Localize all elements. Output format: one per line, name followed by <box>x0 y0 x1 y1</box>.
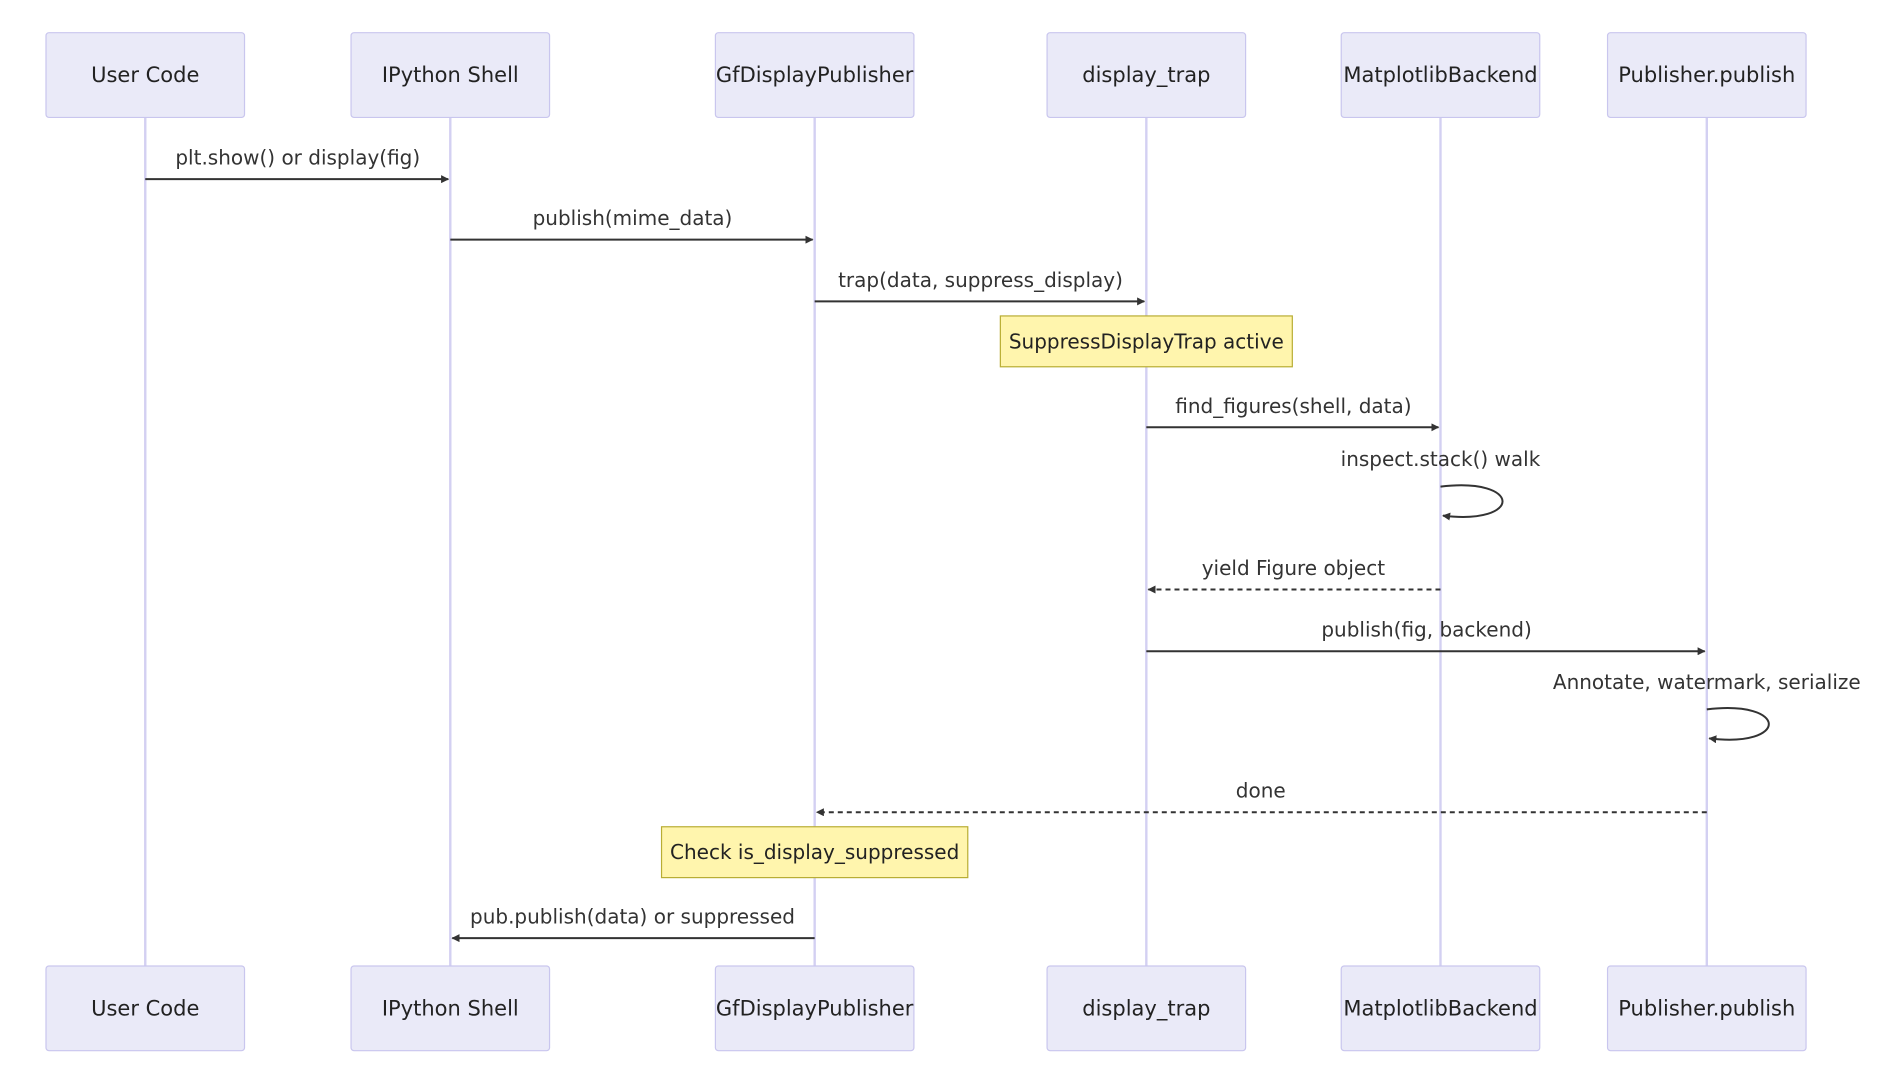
actor-label: GfDisplayPublisher <box>716 63 914 87</box>
message-annotate-watermark-serialize: Annotate, watermark, serialize <box>1553 670 1861 744</box>
message-label: trap(data, suppress_display) <box>838 268 1123 292</box>
note-suppressdisplaytrap-active: SuppressDisplayTrap active <box>999 315 1293 368</box>
actor-box <box>350 32 551 119</box>
note-box <box>999 315 1293 368</box>
actor-box <box>1340 965 1541 1052</box>
self-call-arrow <box>1706 707 1770 744</box>
note-box <box>660 826 969 879</box>
actor-pub-top: Publisher.publish <box>1606 32 1807 119</box>
message-inspect-stack-walk: inspect.stack() walk <box>1341 447 1541 521</box>
actor-label: MatplotlibBackend <box>1343 996 1537 1020</box>
actor-mpl-bottom: MatplotlibBackend <box>1340 965 1541 1052</box>
message-publish-fig-backend: publish(fig, backend) <box>1146 618 1706 656</box>
actor-box <box>714 965 915 1052</box>
message-label: plt.show() or display(fig) <box>175 146 420 170</box>
actor-box <box>1046 32 1247 119</box>
message-label: find_figures(shell, data) <box>1175 394 1411 418</box>
actor-box <box>1340 32 1541 119</box>
actor-box <box>350 965 551 1052</box>
actor-pub-bottom: Publisher.publish <box>1606 965 1807 1052</box>
actor-label: IPython Shell <box>382 996 519 1020</box>
actor-trap-bottom: display_trap <box>1046 965 1247 1052</box>
actor-box <box>1046 965 1247 1052</box>
message-label: inspect.stack() walk <box>1341 447 1541 471</box>
message-label: done <box>1236 779 1286 803</box>
self-call-arrow <box>1440 484 1504 521</box>
actor-label: GfDisplayPublisher <box>716 996 914 1020</box>
actor-gf-bottom: GfDisplayPublisher <box>714 965 915 1052</box>
actor-box <box>45 965 246 1052</box>
message-find-figures-shell-data: find_figures(shell, data) <box>1146 394 1440 432</box>
actor-gf-top: GfDisplayPublisher <box>714 32 915 119</box>
actor-user-bottom: User Code <box>45 965 246 1052</box>
message-publish-mime-data: publish(mime_data) <box>450 206 814 244</box>
actor-label: display_trap <box>1082 63 1210 88</box>
actor-label: MatplotlibBackend <box>1343 63 1537 87</box>
actor-label: User Code <box>91 63 199 87</box>
message-label: publish(fig, backend) <box>1321 618 1531 642</box>
actor-label: Publisher.publish <box>1618 63 1795 87</box>
message-trap-data-suppress-display: trap(data, suppress_display) <box>814 268 1146 306</box>
actor-mpl-top: MatplotlibBackend <box>1340 32 1541 119</box>
actor-box <box>45 32 246 119</box>
actor-shell-bottom: IPython Shell <box>350 965 551 1052</box>
actor-shell-top: IPython Shell <box>350 32 551 119</box>
actor-trap-top: display_trap <box>1046 32 1247 119</box>
message-plt-show-or-display-fig: plt.show() or display(fig) <box>145 146 450 184</box>
actor-box <box>1606 32 1807 119</box>
actor-box <box>714 32 915 119</box>
actor-label: Publisher.publish <box>1618 996 1795 1020</box>
actor-label: IPython Shell <box>382 63 519 87</box>
message-yield-figure-object: yield Figure object <box>1147 556 1441 594</box>
message-done: done <box>815 779 1707 817</box>
message-label: publish(mime_data) <box>533 206 733 230</box>
note-check-is-display-suppressed: Check is_display_suppressed <box>660 826 969 879</box>
actor-box <box>1606 965 1807 1052</box>
actor-label: User Code <box>91 996 199 1020</box>
message-label: yield Figure object <box>1202 556 1386 580</box>
message-pub-publish-data-or-suppressed: pub.publish(data) or suppressed <box>451 905 815 943</box>
message-label: Annotate, watermark, serialize <box>1553 670 1861 694</box>
actor-user-top: User Code <box>45 32 246 119</box>
note-label: Check is_display_suppressed <box>670 840 959 864</box>
message-label: pub.publish(data) or suppressed <box>470 905 795 929</box>
actor-label: display_trap <box>1082 996 1210 1021</box>
note-label: SuppressDisplayTrap active <box>1009 329 1284 353</box>
